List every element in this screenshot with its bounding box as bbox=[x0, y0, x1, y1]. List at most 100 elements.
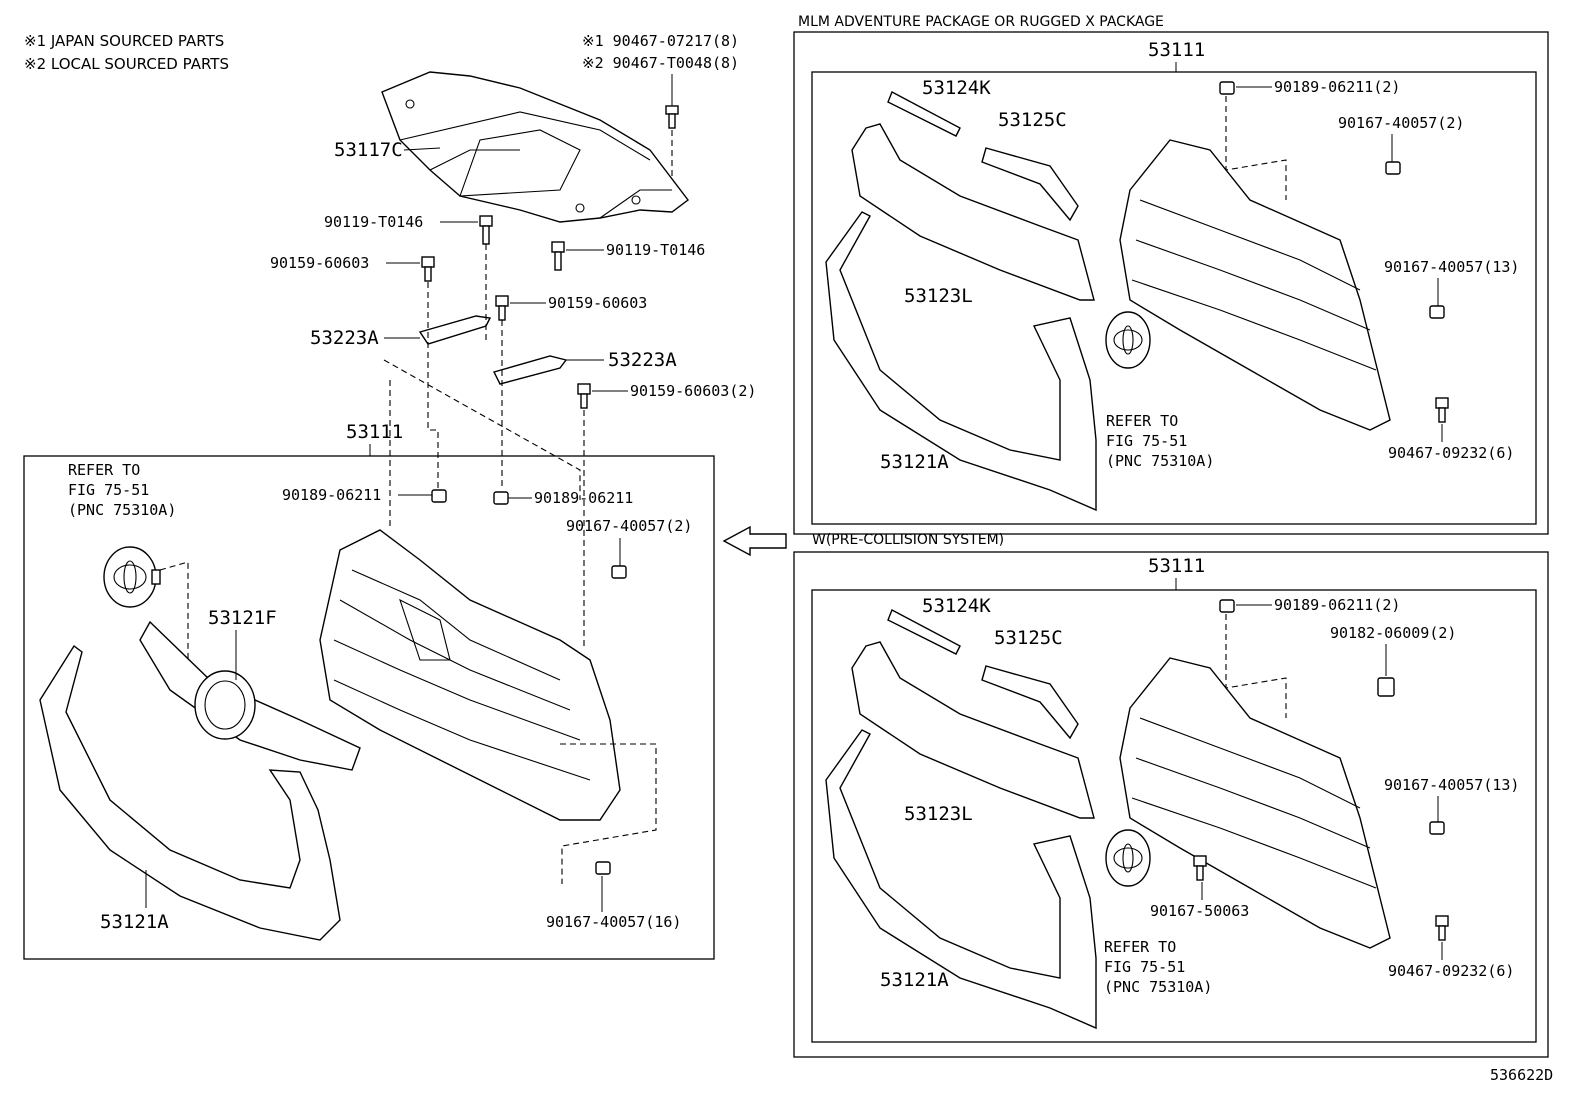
dashed-guide bbox=[1225, 96, 1287, 200]
lower-garnish-53123L-drawing bbox=[851, 123, 1095, 301]
callout-90467-09232-p1: 90467-09232(6) bbox=[1388, 444, 1514, 462]
part-53121A-label-p2: 53121A bbox=[880, 969, 949, 991]
callout-90467-T0048: ※2 90467-T0048(8) bbox=[582, 54, 739, 72]
dashed-guide bbox=[485, 244, 503, 490]
garnish-53125C-drawing bbox=[981, 147, 1079, 222]
refer-to-label-p2: REFER TO bbox=[1104, 938, 1176, 956]
dashed-guide bbox=[560, 743, 657, 884]
refer-fig-label-p1: FIG 75-51 bbox=[1106, 432, 1187, 450]
part-53111-label-p2: 53111 bbox=[1148, 555, 1205, 577]
dashed-guide bbox=[1225, 614, 1287, 718]
dashed-guide bbox=[159, 561, 189, 700]
arrow-left-icon bbox=[722, 525, 787, 557]
figure-id: 536622D bbox=[1490, 1066, 1553, 1084]
bolt-icon bbox=[421, 256, 435, 282]
toyota-emblem-icon bbox=[103, 546, 161, 608]
clip-nut-icon bbox=[1219, 81, 1235, 95]
part-53125C-label-p1: 53125C bbox=[998, 109, 1067, 131]
bolt-icon bbox=[479, 215, 493, 245]
radiator-support-cover-drawing bbox=[381, 71, 689, 223]
lower-garnish-53123L-drawing bbox=[851, 641, 1095, 819]
callout-90167-40057-13-p1: 90167-40057(13) bbox=[1384, 258, 1519, 276]
clip-nut-icon bbox=[493, 491, 509, 505]
callout-90189-06211-p2: 90189-06211(2) bbox=[1274, 596, 1400, 614]
surround-53121A-drawing bbox=[825, 729, 1097, 1030]
part-53223A-label-a: 53223A bbox=[310, 327, 379, 349]
callout-90119-T0146-b: 90119-T0146 bbox=[606, 241, 705, 259]
callout-90159-60603-b: 90159-60603 bbox=[548, 294, 647, 312]
part-53123L-label-p2: 53123L bbox=[904, 803, 973, 825]
grille-surround-53121A-drawing bbox=[39, 644, 341, 941]
part-53111-label-main: 53111 bbox=[346, 421, 403, 443]
refer-fig-label-p2: FIG 75-51 bbox=[1104, 958, 1185, 976]
surround-53121A-drawing bbox=[825, 211, 1097, 512]
clip-icon bbox=[1429, 305, 1445, 319]
dashed-guide bbox=[427, 282, 439, 490]
refer-to-label-p1: REFER TO bbox=[1106, 412, 1178, 430]
bolt-icon bbox=[1435, 915, 1449, 941]
dashed-guide bbox=[383, 359, 581, 500]
clip-nut-icon bbox=[431, 489, 447, 503]
callout-90167-50063-p2: 90167-50063 bbox=[1150, 902, 1249, 920]
callout-90167-40057-2-p1: 90167-40057(2) bbox=[1338, 114, 1464, 132]
note-japan-sourced: ※1 JAPAN SOURCED PARTS bbox=[24, 32, 224, 50]
bolt-icon bbox=[495, 295, 509, 321]
callout-90159-60603-a: 90159-60603 bbox=[270, 254, 369, 272]
leader-line bbox=[403, 147, 441, 151]
callout-90159-60603-2: 90159-60603(2) bbox=[630, 382, 756, 400]
part-53223A-label-b: 53223A bbox=[608, 349, 677, 371]
clip-icon bbox=[1385, 161, 1401, 175]
grille-53111-drawing-p2 bbox=[1119, 657, 1391, 949]
part-53121F-label: 53121F bbox=[208, 607, 277, 629]
callout-90182-06009-p2: 90182-06009(2) bbox=[1330, 624, 1456, 642]
part-53123L-label-p1: 53123L bbox=[904, 285, 973, 307]
part-53121A-label-p1: 53121A bbox=[880, 451, 949, 473]
variant-panel-1 bbox=[793, 31, 1549, 535]
refer-to-label: REFER TO bbox=[68, 461, 140, 479]
grille-53111-drawing-p1 bbox=[1119, 139, 1391, 431]
nut-icon bbox=[1377, 677, 1395, 697]
clip-icon bbox=[595, 861, 611, 875]
bolt-icon bbox=[665, 105, 679, 129]
clip-icon bbox=[1429, 821, 1445, 835]
callout-90167-40057-2: 90167-40057(2) bbox=[566, 517, 692, 535]
callout-90189-06211-a: 90189-06211 bbox=[282, 486, 381, 504]
bolt-icon bbox=[1435, 397, 1449, 423]
garnish-53124K-drawing bbox=[887, 609, 961, 655]
bolt-icon bbox=[577, 383, 591, 409]
clip-nut-icon bbox=[1219, 599, 1235, 613]
note-local-sourced: ※2 LOCAL SOURCED PARTS bbox=[24, 55, 229, 73]
variant-panel-2 bbox=[793, 551, 1549, 1058]
bolt-icon bbox=[551, 241, 565, 271]
variant-panel-2-inner bbox=[811, 589, 1537, 1043]
panel-header-pre-collision: W(PRE-COLLISION SYSTEM) bbox=[812, 532, 1004, 548]
part-53125C-label-p2: 53125C bbox=[994, 627, 1063, 649]
refer-fig-label: FIG 75-51 bbox=[68, 481, 149, 499]
refer-pnc-label-p2: (PNC 75310A) bbox=[1104, 978, 1212, 996]
garnish-53124K-drawing bbox=[887, 91, 961, 137]
callout-90189-06211-b: 90189-06211 bbox=[534, 489, 633, 507]
clip-icon bbox=[611, 565, 627, 579]
part-53121A-label-main: 53121A bbox=[100, 911, 169, 933]
panel-header-mlm-adventure: MLM ADVENTURE PACKAGE OR RUGGED X PACKAG… bbox=[798, 14, 1164, 30]
refer-pnc-label: (PNC 75310A) bbox=[68, 501, 176, 519]
callout-90467-09232-p2: 90467-09232(6) bbox=[1388, 962, 1514, 980]
part-53111-label-p1: 53111 bbox=[1148, 39, 1205, 61]
callout-90467-07217: ※1 90467-07217(8) bbox=[582, 32, 739, 50]
refer-pnc-label-p1: (PNC 75310A) bbox=[1106, 452, 1214, 470]
callout-90167-40057-13-p2: 90167-40057(13) bbox=[1384, 776, 1519, 794]
main-assembly-box bbox=[23, 455, 715, 960]
bolt-icon bbox=[1193, 855, 1207, 881]
callout-90167-40057-16: 90167-40057(16) bbox=[546, 913, 681, 931]
part-53117C-label: 53117C bbox=[334, 139, 403, 161]
garnish-53125C-drawing bbox=[981, 665, 1079, 740]
radiator-grille-53111-drawing bbox=[319, 529, 621, 821]
toyota-emblem-icon bbox=[1105, 829, 1151, 887]
emblem-garnish-53121F-drawing bbox=[139, 620, 361, 771]
part-53124K-label-p1: 53124K bbox=[922, 77, 991, 99]
variant-panel-1-inner bbox=[811, 71, 1537, 525]
bracket-53223A-drawing bbox=[418, 315, 568, 385]
toyota-emblem-icon bbox=[1105, 311, 1151, 369]
callout-90189-06211-p1: 90189-06211(2) bbox=[1274, 78, 1400, 96]
